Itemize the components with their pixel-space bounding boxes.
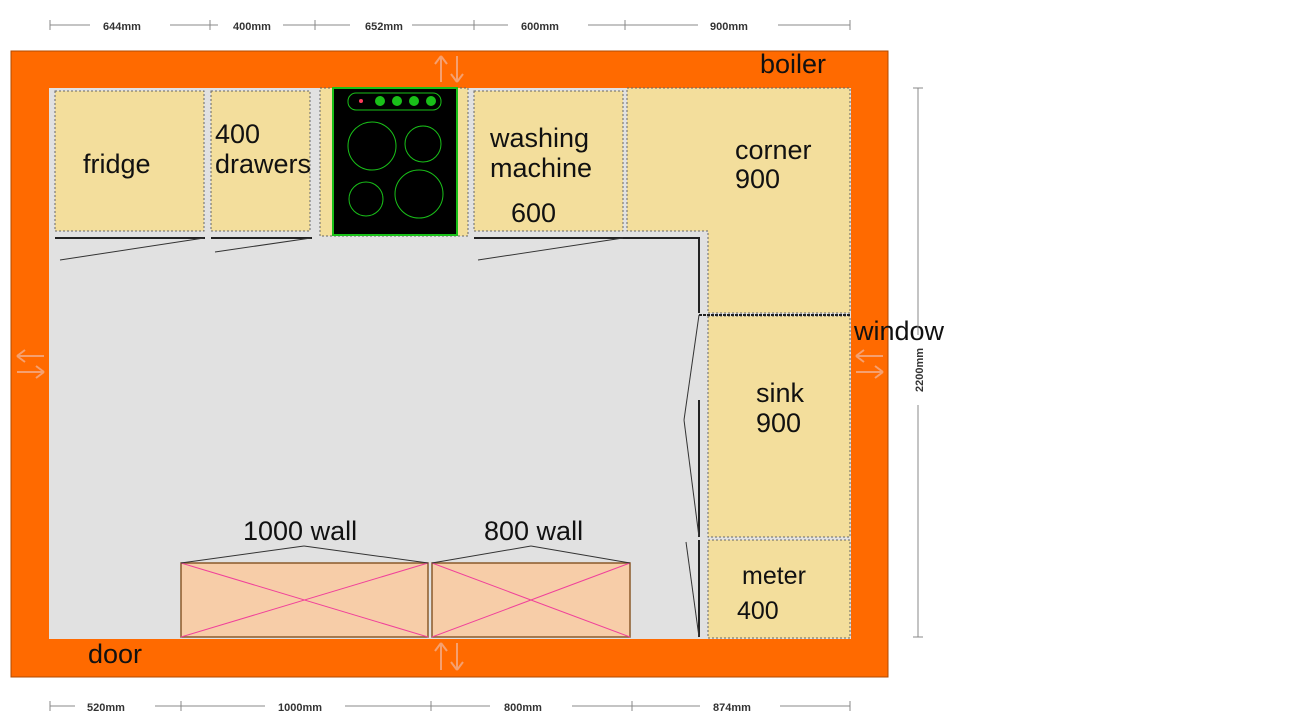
- top-dimensions: [49, 20, 851, 30]
- door-label: door: [88, 639, 142, 669]
- drawers-unit[interactable]: [210, 90, 312, 253]
- washing-machine-unit[interactable]: [473, 90, 624, 261]
- meter-unit[interactable]: [685, 539, 851, 639]
- dim-top-1: 644mm: [103, 21, 141, 33]
- drawers-label: drawers: [215, 149, 311, 179]
- meter-label: meter: [742, 562, 806, 590]
- washing-label-1: washing: [489, 123, 589, 153]
- meter-size-label: 400: [737, 597, 779, 625]
- dim-bottom-2: 1000mm: [278, 702, 322, 714]
- wall-unit-800[interactable]: [431, 545, 631, 638]
- sink-size-label: 900: [756, 408, 801, 438]
- corner-unit[interactable]: [624, 87, 851, 314]
- sink-unit[interactable]: [683, 314, 851, 538]
- drawers-size-label: 400: [215, 119, 260, 149]
- window-label: window: [853, 316, 945, 346]
- corner-label: corner: [735, 135, 812, 165]
- dim-top-3: 652mm: [365, 21, 403, 33]
- bottom-dimensions: [49, 701, 851, 711]
- sink-label: sink: [756, 378, 805, 408]
- dim-bottom-4: 874mm: [713, 702, 751, 714]
- wall-1000-label: 1000 wall: [243, 516, 357, 546]
- corner-size-label: 900: [735, 164, 780, 194]
- washing-label-2: machine: [490, 153, 592, 183]
- dim-bottom-3: 800mm: [504, 702, 542, 714]
- wall-unit-1000[interactable]: [180, 545, 429, 638]
- washing-size-label: 600: [511, 198, 556, 228]
- dim-right: 2200mm: [914, 348, 926, 392]
- right-dimension: [913, 87, 923, 638]
- dim-top-2: 400mm: [233, 21, 271, 33]
- dim-top-5: 900mm: [710, 21, 748, 33]
- cooker-hob[interactable]: [319, 87, 469, 237]
- dim-top-4: 600mm: [521, 21, 559, 33]
- boiler-label: boiler: [760, 49, 826, 79]
- wall-800-label: 800 wall: [484, 516, 583, 546]
- fridge-unit[interactable]: [54, 90, 205, 261]
- opening-arrows: [16, 55, 884, 671]
- dim-bottom-1: 520mm: [87, 702, 125, 714]
- fridge-label: fridge: [83, 149, 151, 179]
